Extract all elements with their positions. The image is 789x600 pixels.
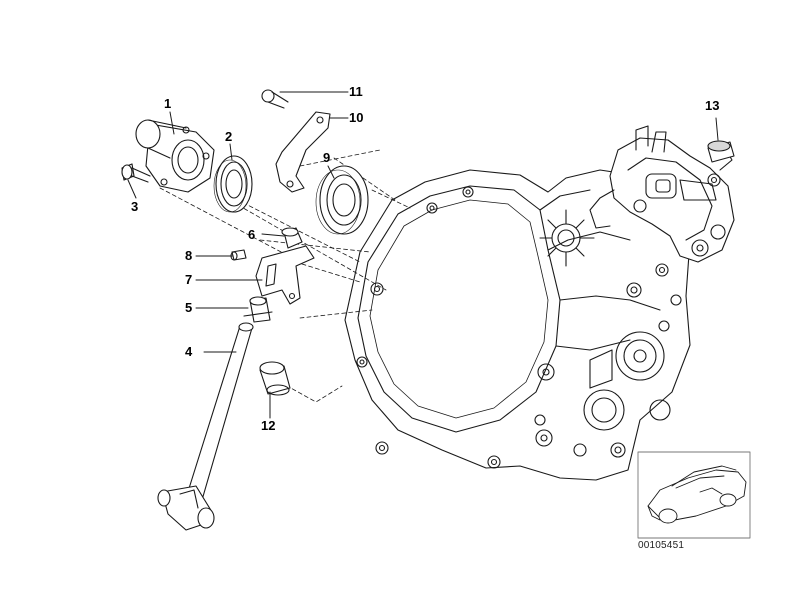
label-part-4: 4 [185,344,193,359]
label-part-8: 8 [185,248,193,263]
label-part-5: 5 [185,300,193,315]
label-part-9: 9 [323,150,331,165]
part-8-pin [230,249,247,261]
label-part-7: 7 [185,272,193,287]
part-12-screw-plug [259,361,291,396]
label-part-3: 3 [131,199,139,214]
label-part-12: 12 [261,418,276,433]
label-part-10: 10 [349,110,364,125]
vehicle-inset-sketch [637,451,751,539]
assembly-dashed-lines [159,149,411,403]
label-part-11: 11 [349,84,363,99]
label-part-6: 6 [248,227,256,242]
part-13-cap [707,140,735,163]
part-2-shaft-seal [213,155,253,213]
part-7-lever-plate [255,245,315,305]
part-1-guide-sleeve [135,119,215,193]
part-4-shift-shaft [157,322,254,531]
part-9-radial-seal [315,165,369,235]
label-part-2: 2 [225,129,233,144]
transmission-housing [344,125,735,481]
part-11-bolt [261,89,289,109]
part-3-bolt [121,163,151,183]
label-part-1: 1 [164,96,172,111]
part-6-bush [281,227,303,249]
part-10-bracket [275,111,331,193]
label-part-13: 13 [705,98,720,113]
label-leader-lines [127,91,719,419]
part-5-bush [243,296,273,323]
diagram-reference-number: 00105451 [638,540,685,551]
